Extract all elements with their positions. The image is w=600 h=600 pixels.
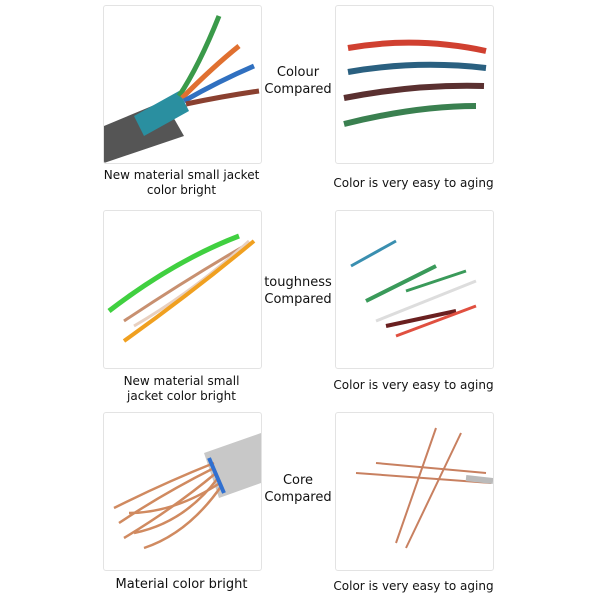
caption-line-1: New material small <box>123 374 240 388</box>
label-line-1: toughness <box>264 275 332 290</box>
left-caption-3: Material color bright <box>115 577 248 592</box>
caption-line-2: jacket color bright <box>127 389 236 403</box>
old-cable-toughness-image <box>335 210 494 369</box>
label-line-2: Compared <box>264 292 332 307</box>
new-cable-toughness-image <box>103 210 262 369</box>
label-line-2: Compared <box>264 82 332 97</box>
old-cable-colour-image <box>335 5 494 164</box>
new-cable-core-image <box>103 412 262 571</box>
right-caption-2: Color is very easy to aging <box>333 378 494 392</box>
label-line-2: Compared <box>264 490 332 505</box>
left-caption-1: New material small jacket color bright <box>103 168 260 197</box>
label-line-1: Core <box>282 473 314 488</box>
label-line-1: Colour <box>276 65 320 80</box>
new-cable-colour-image <box>103 5 262 164</box>
old-cable-core-image <box>335 412 494 571</box>
right-caption-3: Color is very easy to aging <box>333 579 494 593</box>
right-caption-1: Color is very easy to aging <box>333 176 494 190</box>
